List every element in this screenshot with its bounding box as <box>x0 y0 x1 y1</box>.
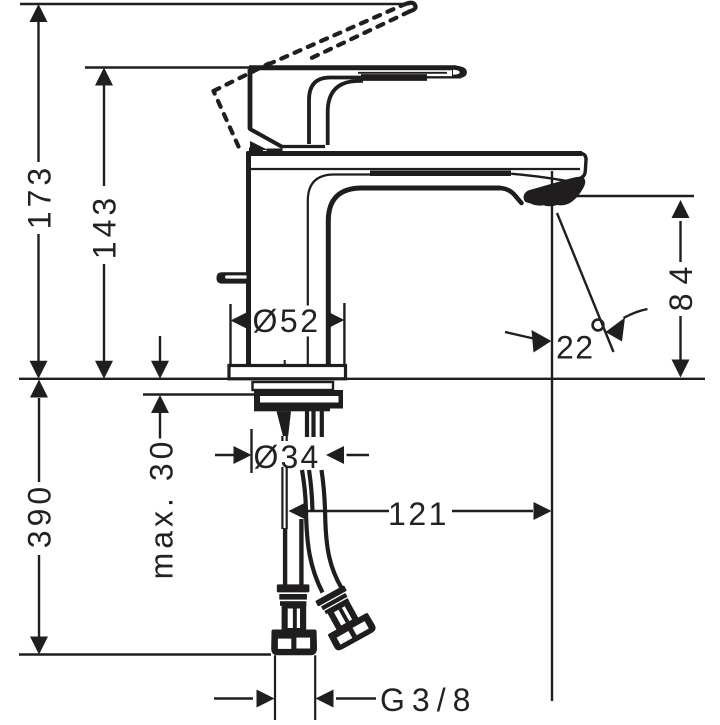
svg-text:max. 30: max. 30 <box>144 438 180 580</box>
svg-text:84: 84 <box>663 258 699 312</box>
svg-text:390: 390 <box>22 483 58 548</box>
svg-text:Ø52: Ø52 <box>253 303 321 339</box>
svg-text:121: 121 <box>388 496 449 532</box>
svg-text:22: 22 <box>556 330 595 366</box>
svg-text:G3/8: G3/8 <box>380 682 477 718</box>
svg-text:143: 143 <box>87 194 123 259</box>
svg-text:173: 173 <box>22 164 58 229</box>
